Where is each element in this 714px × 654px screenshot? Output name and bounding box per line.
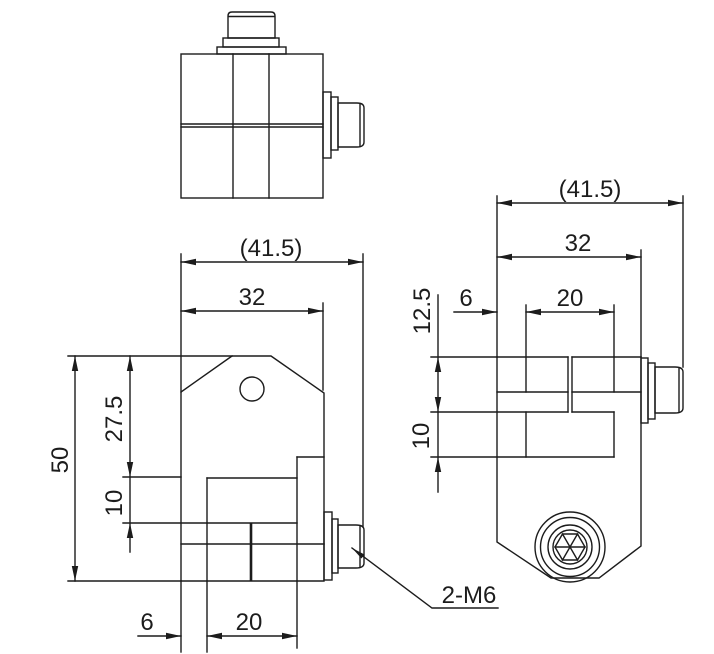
front-view: (41.5) 32 50 27.5 10 6 20 <box>47 235 365 653</box>
side-cable-connector <box>640 357 684 424</box>
dim-label-front-width: 32 <box>239 284 266 311</box>
screw-callout-label: 2-M6 <box>442 582 497 609</box>
dim-label-front-slot: 20 <box>236 609 263 636</box>
clamp-screw-icon <box>534 511 606 583</box>
dim-label-side-upper: 12.5 <box>409 288 436 335</box>
bracket-outline <box>496 356 642 579</box>
top-view <box>180 11 365 199</box>
dim-label-side-step: 10 <box>408 423 435 450</box>
dim-label-front-overall: (41.5) <box>240 235 303 262</box>
front-side-connector <box>323 511 365 581</box>
dim-label-side-width: 32 <box>565 230 592 257</box>
dim-label-front-offset: 6 <box>140 609 153 636</box>
dim-label-side-offset: 6 <box>459 285 472 312</box>
dim-label-front-height: 50 <box>47 447 74 474</box>
screw-callout: 2-M6 <box>351 547 499 609</box>
dim-label-front-step: 10 <box>101 490 128 517</box>
dim-label-front-upper: 27.5 <box>101 396 128 443</box>
dim-label-side-slot: 20 <box>557 285 584 312</box>
mounting-hole <box>239 376 265 402</box>
top-plug-connector <box>216 11 287 55</box>
dim-label-side-overall: (41.5) <box>559 176 622 203</box>
top-side-connector <box>322 91 365 159</box>
side-view: (41.5) 32 6 20 12.5 10 <box>408 176 684 583</box>
